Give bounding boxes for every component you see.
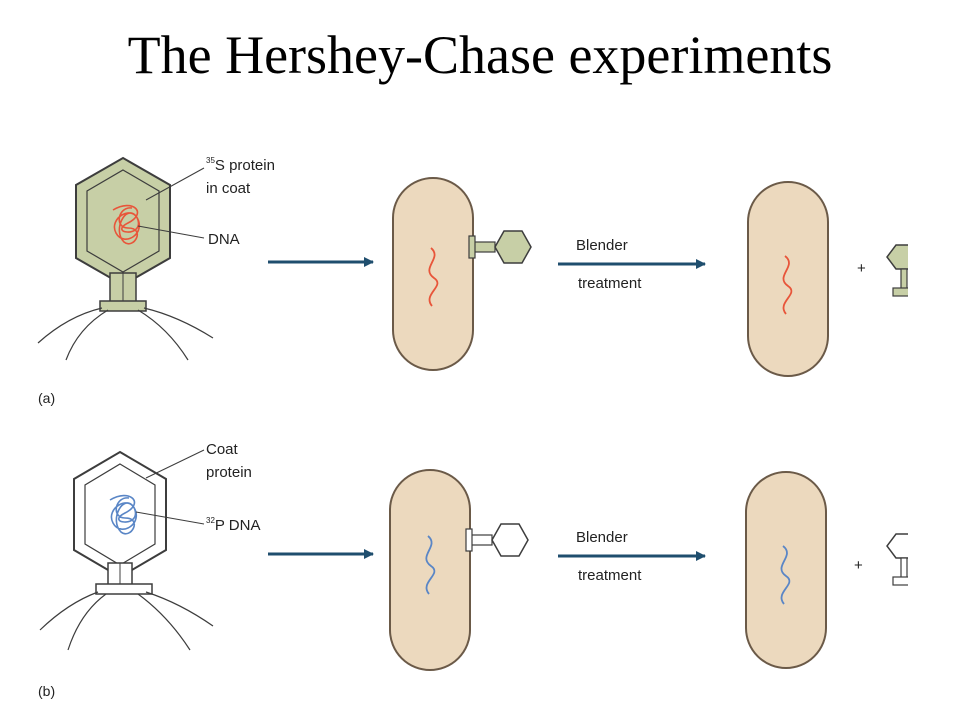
step-label-b-2: treatment [578,567,642,584]
phage-b-tail-fiber [67,593,107,651]
injected-dna-a [428,247,439,307]
dna-label-a: DNA [208,231,240,248]
phage-a-baseplate [99,300,147,312]
cell-dna-a [782,255,793,315]
page-title: The Hershey-Chase experiments [127,25,833,85]
leader-line [145,449,205,479]
released-ghost-b [886,533,908,586]
ghost-tail-a [900,268,908,290]
leader-line [135,511,205,525]
ghost-head-a [886,244,908,270]
leader-line [137,225,205,239]
cell-after-a [747,181,829,377]
plus-sign-a: + [857,260,866,277]
coat-label-b-line2: protein [206,464,252,481]
attached-phage-head-b [491,523,529,557]
phage-b-tail-fiber [137,593,191,651]
phage-a-tail-fiber [37,307,103,344]
phage-a-dna [112,204,141,245]
attached-phage-head-a [494,230,532,264]
phage-b-tail-fiber [39,591,99,631]
plus-sign-b: + [854,557,863,574]
cell-dna-b [780,545,791,605]
attached-phage-baseplate-a [468,235,476,259]
bacterium-cell [747,181,829,377]
released-ghost-a [886,244,908,297]
ghost-base-b [892,576,908,586]
ghost-head-b [886,533,908,559]
infected-cell-b [389,469,529,671]
dna-label-b: 32P DNA [206,516,260,534]
ghost-base-a [892,287,908,297]
phage-b-baseplate [95,583,153,595]
attached-phage-baseplate-b [465,528,473,552]
attached-phage-tail-b [469,534,493,546]
coat-label-a: 35S protein [206,156,275,174]
coat-label-b-line1: Coat [206,441,239,458]
bacterium-cell [745,471,827,669]
phage-b-dna [109,494,138,535]
phage-b-tail-fiber [145,591,214,627]
step-label-a-1: Blender [576,237,628,254]
cell-after-b [745,471,827,669]
injected-dna-b [425,535,436,595]
coat-label-a-line2: in coat [206,180,251,197]
leader-line [145,167,205,201]
phage-a-tail-fiber [137,309,189,361]
phage-a-tail-fiber [143,307,214,339]
ghost-tail-b [900,557,908,579]
panel-label-a: (a) [38,390,55,406]
phage-a-head-inner [86,169,160,273]
step-label-a-2: treatment [578,275,642,292]
step-label-b-1: Blender [576,529,628,546]
phage-a-head [75,156,171,287]
bacterium-cell [389,469,471,671]
phage-a [37,156,214,361]
infected-cell-a [392,177,532,371]
panel-a: 35S protein in coat DNA Blender treatmen… [37,156,908,406]
panel-label-b: (b) [38,683,55,699]
phage-b [39,449,214,651]
hershey-chase-figure: 35S protein in coat DNA Blender treatmen… [28,138,908,716]
attached-phage-tail-a [472,241,496,253]
phage-a-tail-fiber [65,309,109,361]
bacterium-cell [392,177,474,371]
figure-svg: 35S protein in coat DNA Blender treatmen… [37,156,908,699]
panel-b: Coat protein 32P DNA Blender treatment +… [38,441,908,699]
